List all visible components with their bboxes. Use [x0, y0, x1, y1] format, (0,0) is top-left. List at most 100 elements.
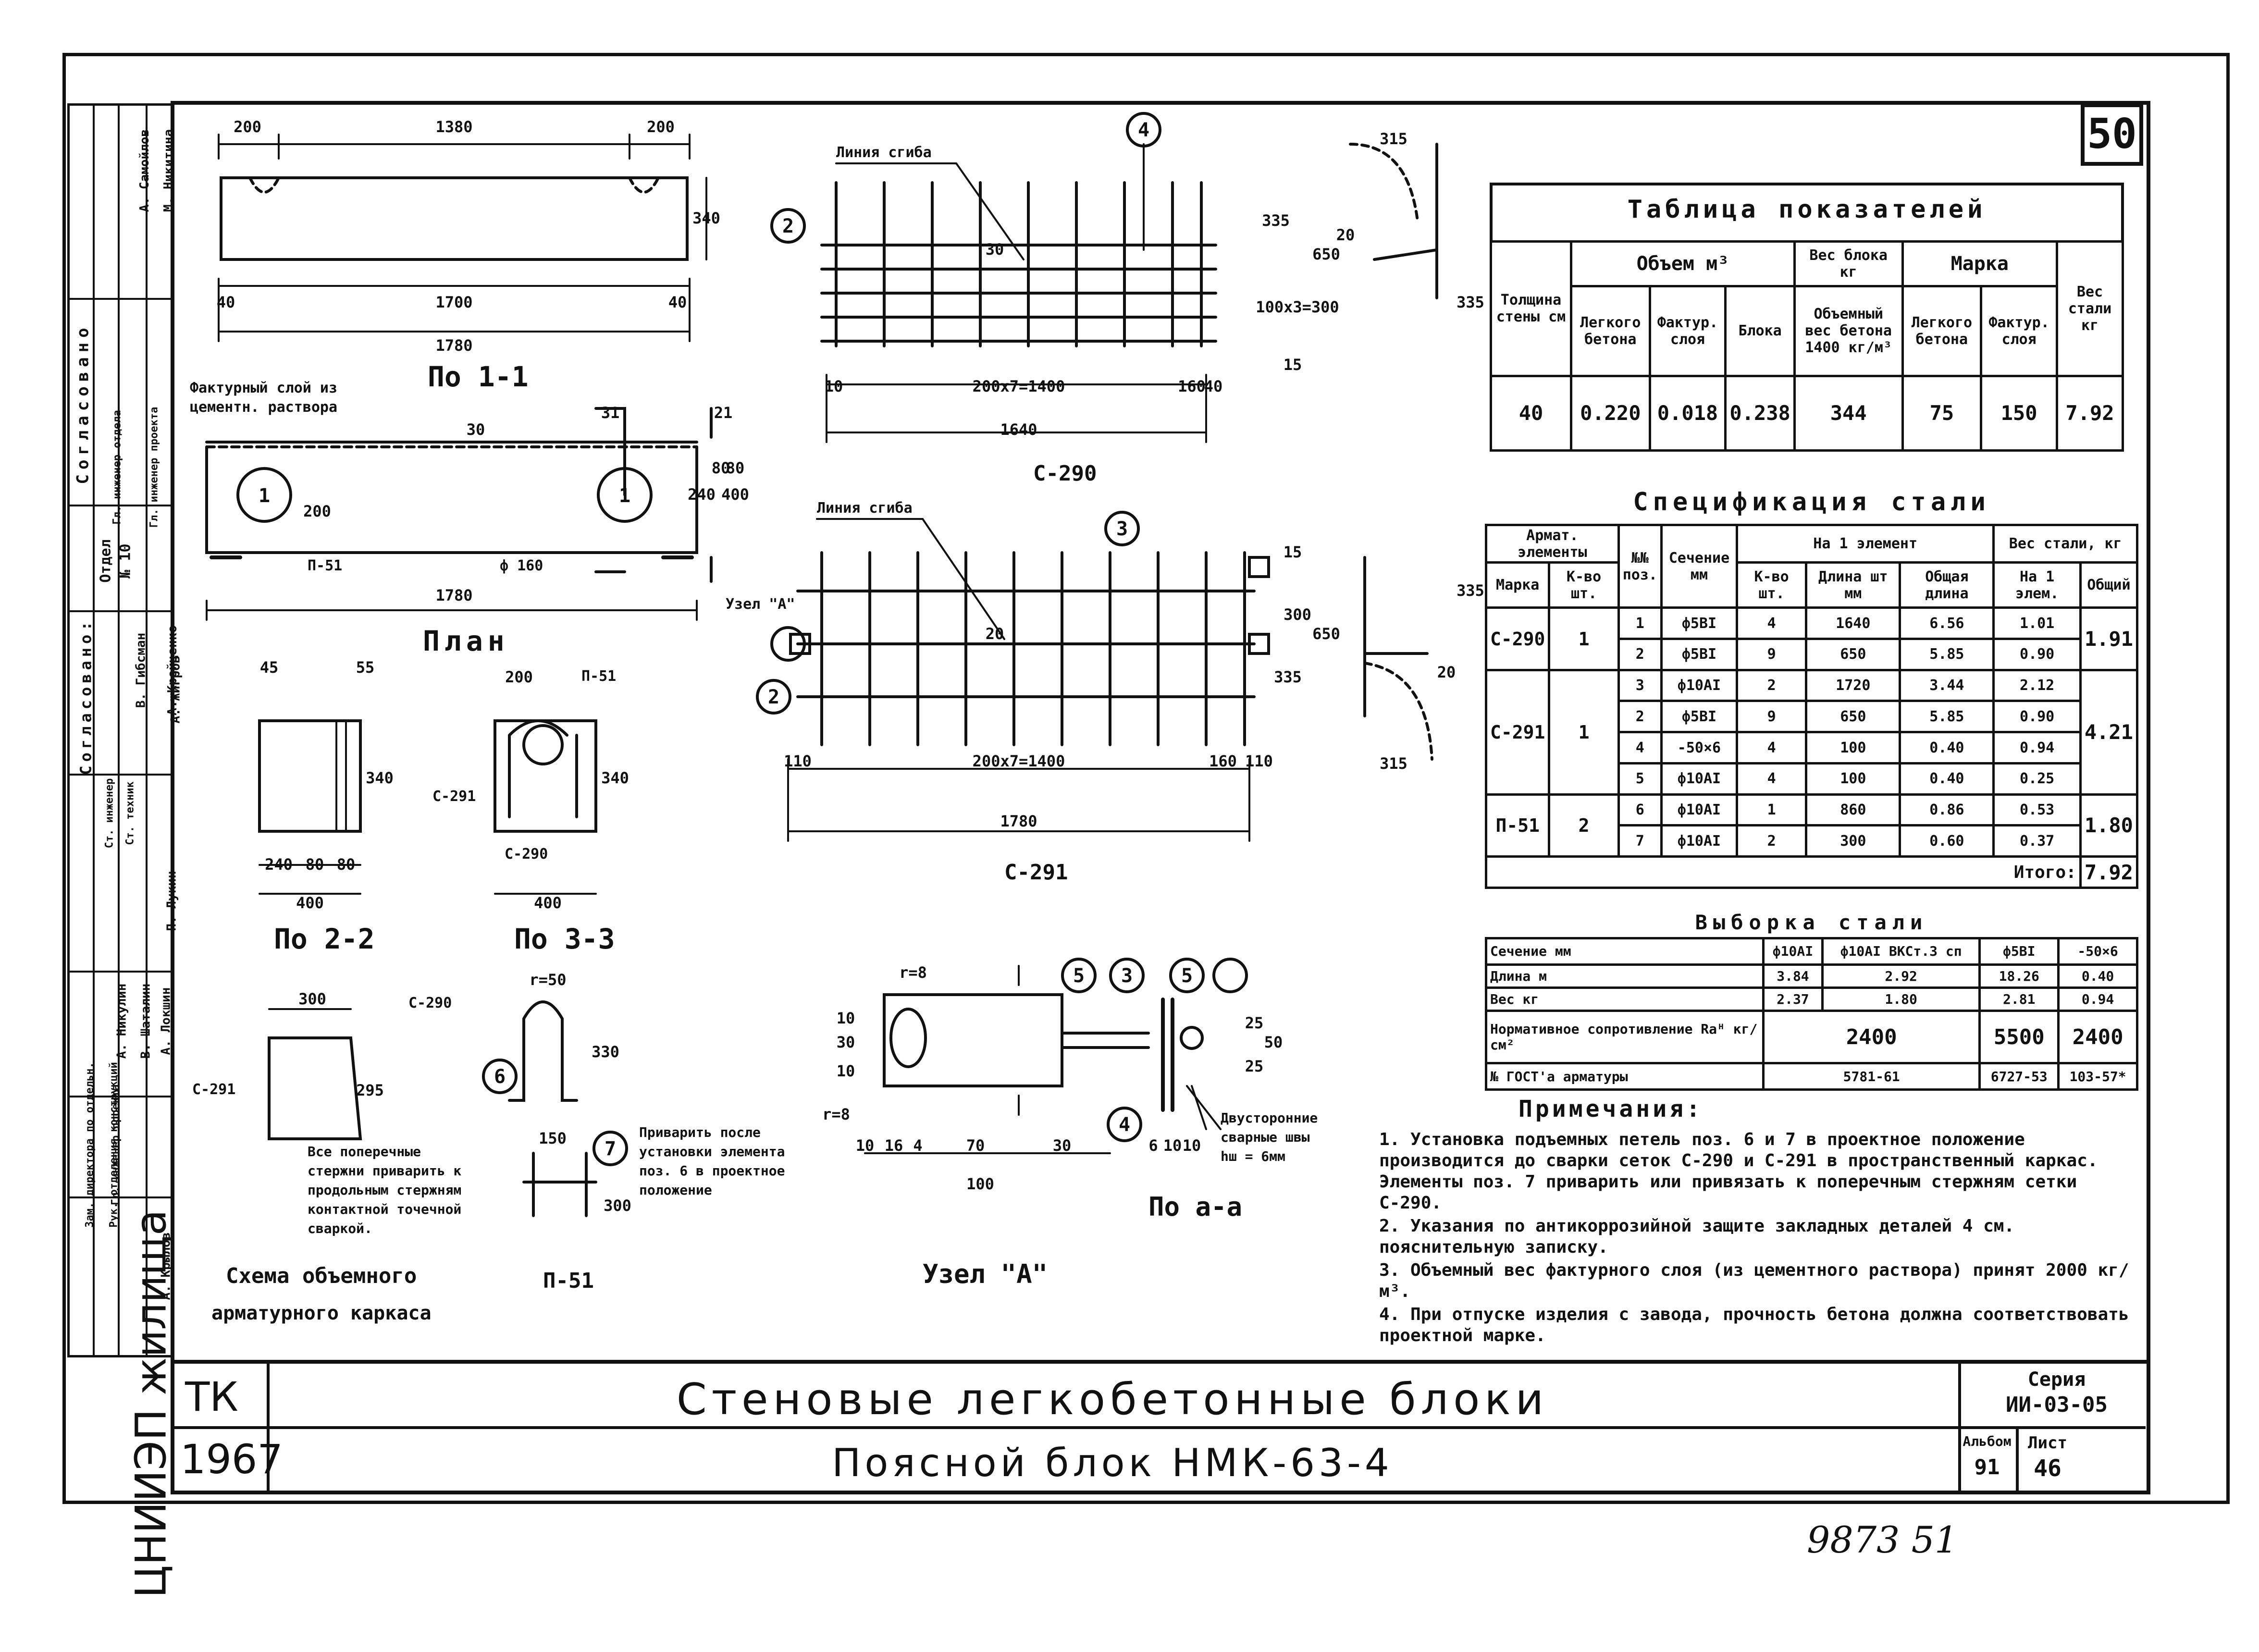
- th-block: Блока: [1724, 285, 1796, 377]
- dim-c290-9: 1640: [1000, 420, 1037, 439]
- dim-p51-3: 300: [604, 1196, 631, 1215]
- sel-norm-2: 5500: [1978, 1009, 2060, 1065]
- dim-uzel-4: 10: [837, 1062, 855, 1080]
- uzel-a-callout: Узел "А": [726, 596, 795, 613]
- dim-c290-2: 20: [1336, 226, 1355, 244]
- ind-vol-facture: 0.018: [1648, 374, 1727, 452]
- dim-c291-5: 200x7=1400: [973, 752, 1065, 770]
- dim-uzel-12: 50: [1264, 1033, 1283, 1051]
- spec-cell: 300: [1805, 824, 1901, 858]
- note-3: 3. Объемный вес фактурного слоя (из цеме…: [1379, 1260, 2129, 1301]
- spec-h-length: Длина шт мм: [1805, 561, 1901, 609]
- dim-uzel-7: 4: [913, 1136, 922, 1155]
- spec-g0-mark: С-290: [1484, 606, 1551, 671]
- spec-cell: 3: [1617, 668, 1663, 703]
- dim-p51-1: 330: [592, 1043, 619, 1061]
- sel-wt-4: 0.94: [2057, 986, 2138, 1012]
- dim-uzel-3: 30: [837, 1033, 855, 1051]
- pos-7: 7: [605, 1138, 616, 1160]
- spec-cell: 1.01: [1992, 606, 2082, 641]
- dim-uzel-11: 25: [1245, 1014, 1264, 1032]
- dim-c291-6: 160: [1209, 752, 1237, 770]
- dim-po33-2: 400: [534, 894, 562, 912]
- ind-steel: 7.92: [2056, 374, 2124, 452]
- spec-g0-count: 1: [1548, 606, 1620, 671]
- spec-h-total: Общий: [2079, 561, 2139, 609]
- spec-cell: 0.60: [1899, 824, 1995, 858]
- spec-h-total-length: Общая длина: [1899, 561, 1995, 609]
- sel-head-3: ф5BI: [1978, 937, 2060, 966]
- spec-cell: 0.25: [1992, 762, 2082, 796]
- title-uzel-a: Узел "А": [923, 1259, 1048, 1289]
- sheet-value: 46: [2034, 1455, 2061, 1482]
- sheet-label: Лист: [2028, 1433, 2067, 1453]
- dim-uzel-13: 25: [1245, 1057, 1264, 1075]
- sel-gost-1: 5781-61: [1762, 1062, 1981, 1091]
- th-mark-light: Легкого бетона: [1901, 285, 1983, 377]
- dim-top-2: 200: [647, 118, 675, 136]
- weld-after-4: положение: [639, 1182, 712, 1198]
- th-weight: Вес блока кг: [1793, 240, 1904, 288]
- dim-c290-12: 30: [986, 240, 1004, 259]
- dim-plan-4: 80: [712, 459, 730, 477]
- ind-vol-light: 0.220: [1570, 374, 1651, 452]
- sel-gost-label: № ГОСТ'а арматуры: [1485, 1062, 1765, 1091]
- spec-g2-count: 2: [1548, 793, 1620, 858]
- spec-cell: 0.40: [1899, 762, 1995, 796]
- dim-po22-4: 80: [337, 855, 356, 874]
- archive-number: 9873 51: [1807, 1518, 1958, 1561]
- subtitle: Поясной блок НМК-63-4: [832, 1441, 1393, 1485]
- sheet-outer-border: [62, 53, 2230, 1504]
- dim-c290-11: 315: [1380, 130, 1407, 148]
- dim-plan-1: 31: [601, 404, 620, 422]
- spec-h-pcs: К-во шт.: [1735, 561, 1808, 609]
- dim-uzel-5: 10: [856, 1136, 875, 1155]
- dim-uzel-14: 6: [1148, 1136, 1158, 1155]
- spec-cell: 2: [1617, 700, 1663, 734]
- indicators-title: Таблица показателей: [1627, 195, 1987, 224]
- dim-uzel-8: 70: [966, 1136, 985, 1155]
- sel-norm-3: 2400: [2057, 1009, 2138, 1065]
- double-weld-2: сварные швы: [1221, 1129, 1310, 1145]
- spec-cell: ф10AI: [1660, 668, 1738, 703]
- ind-mark-light: 75: [1901, 374, 1983, 452]
- c291-ref-b: С-291: [192, 1081, 236, 1098]
- dim-c290-10: 335: [1457, 293, 1484, 311]
- code-tk: ТК: [185, 1373, 238, 1420]
- note-2: 2. Указания по антикоррозийной защите за…: [1379, 1216, 2015, 1257]
- spec-cell: 2: [1735, 668, 1808, 703]
- th-steel: Вес стали кг: [2056, 240, 2124, 377]
- main-title: Стеновые легкобетонные блоки: [676, 1374, 1549, 1425]
- dim-po22-3: 80: [306, 855, 324, 874]
- spec-cell: 5: [1617, 762, 1663, 796]
- spec-cell: ф10AI: [1660, 762, 1738, 796]
- title-po33: По 3-3: [514, 923, 615, 955]
- spec-itogo-label: Итого:: [1485, 855, 2082, 889]
- spec-itogo: 7.92: [2079, 855, 2139, 889]
- spec-h-elements: Армат. элементы: [1485, 523, 1620, 564]
- spec-cell: ф5BI: [1660, 606, 1738, 641]
- sel-head-4: -50×6: [2057, 937, 2138, 966]
- spec-cell: 0.40: [1899, 731, 1995, 764]
- dim-c290-8: 40: [1204, 377, 1223, 395]
- cross-bars-3: продольным стержням: [308, 1182, 462, 1198]
- approval-strip: Согласовано Согласовано: Отдел № 10 А. С…: [67, 103, 183, 1357]
- dim-c290-5: 10: [825, 377, 843, 395]
- cross-bars-1: Все поперечные: [308, 1144, 421, 1159]
- spec-cell: 2: [1617, 638, 1663, 671]
- sel-len-1: 3.84: [1762, 963, 1824, 989]
- spec-cell: 0.53: [1992, 793, 2082, 827]
- pos-1b: 1: [619, 485, 630, 507]
- dim-top-7: 1780: [435, 336, 472, 355]
- dim-uzel-2: 10: [837, 1009, 855, 1027]
- sel-norm-label: Нормативное сопротивление Rаᴴ кг/см²: [1485, 1009, 1765, 1065]
- title-plan: План: [423, 625, 509, 657]
- dim-c291-12: 20: [986, 625, 1004, 643]
- spec-table: Армат. элементы №№ поз. Сечение мм На 1 …: [1484, 523, 2139, 889]
- sel-len-2: 2.92: [1821, 963, 1981, 989]
- sel-wt-1: 2.37: [1762, 986, 1824, 1012]
- dim-po22-1: 55: [356, 658, 375, 677]
- spec-h-steel-weight: Вес стали, кг: [1992, 523, 2138, 564]
- spec-cell: 4: [1617, 731, 1663, 764]
- title-c290: С-290: [1033, 461, 1097, 486]
